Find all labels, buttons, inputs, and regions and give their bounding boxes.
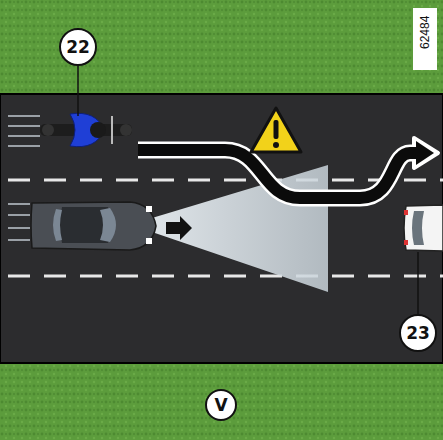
callout-circle: 22 — [59, 28, 97, 66]
grass-top — [0, 0, 443, 95]
figure-reference: 62484 — [417, 14, 433, 51]
direction-arrow — [166, 216, 192, 240]
lane-marking — [8, 275, 443, 278]
callout-circle: 23 — [399, 314, 437, 352]
warning-symbol — [251, 108, 301, 152]
leader-line — [417, 252, 419, 318]
vehicle-ahead — [404, 205, 443, 251]
reference-tab — [413, 8, 437, 70]
leader-line — [77, 64, 79, 116]
callout-number: 23 — [406, 325, 430, 342]
grass-bottom — [0, 362, 443, 440]
motorcycle — [40, 113, 132, 146]
callout-number: 22 — [66, 39, 90, 56]
callout-circle: V — [205, 389, 237, 421]
own-car — [31, 202, 156, 250]
road — [0, 94, 443, 363]
callout-number: V — [214, 397, 227, 414]
detection-cone — [152, 165, 328, 292]
